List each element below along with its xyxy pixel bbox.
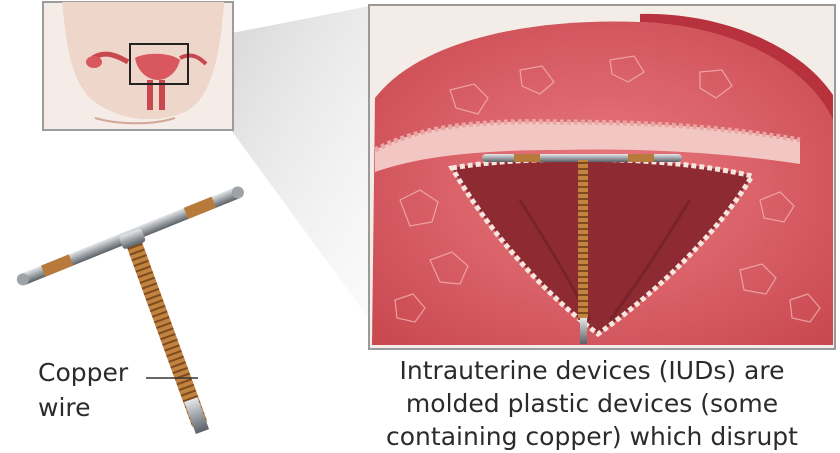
caption: Intrauterine devices (IUDs) are molded p… (322, 354, 840, 453)
caption-line-1: Intrauterine devices (IUDs) are (322, 354, 840, 387)
caption-line-3: containing copper) which disrupt (322, 420, 840, 453)
uterus-cross-section (369, 5, 835, 349)
copper-wire-label-line1: Copper (38, 358, 128, 388)
caption-line-2: molded plastic devices (some (322, 387, 840, 420)
body-inset (43, 2, 233, 130)
copper-wire-label-line2: wire (38, 393, 91, 423)
